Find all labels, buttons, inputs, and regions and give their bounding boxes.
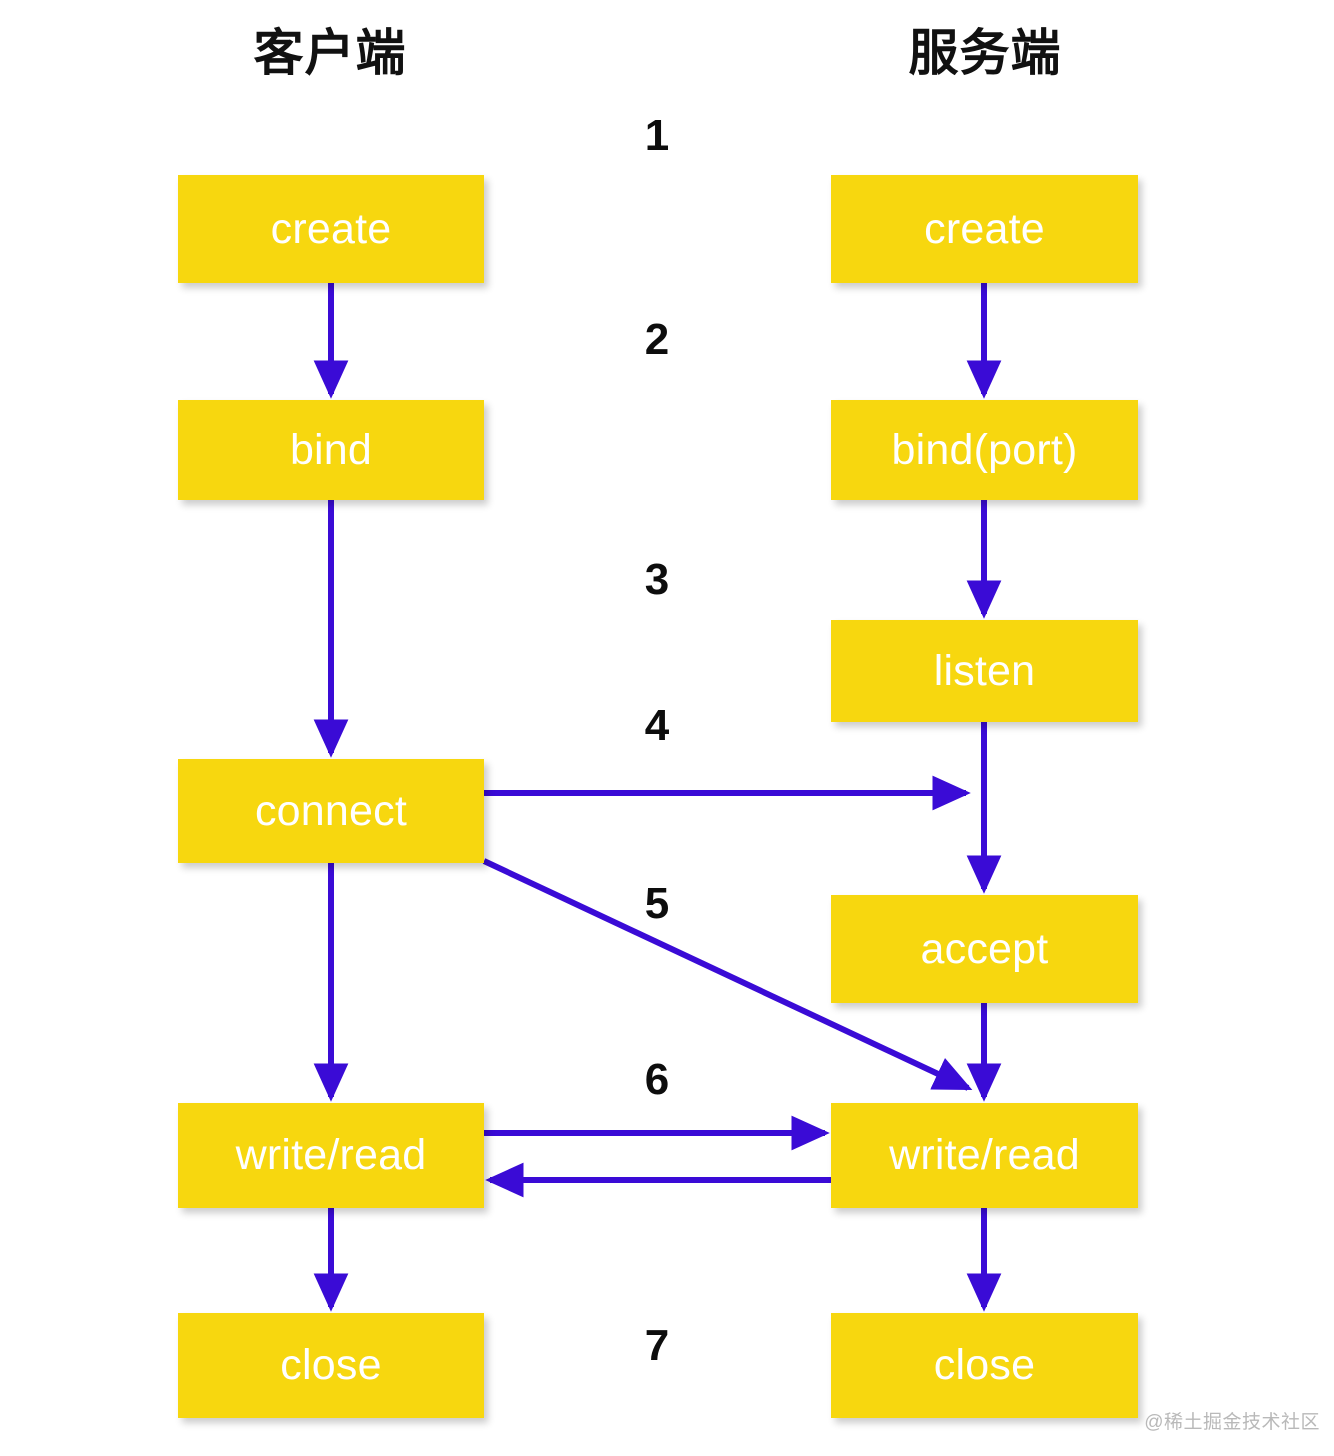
node-label: bind(port) xyxy=(891,425,1078,474)
step-number-5: 5 xyxy=(644,879,670,928)
node-server-create[interactable]: create xyxy=(831,175,1138,283)
node-label: close xyxy=(280,1341,382,1389)
node-label: create xyxy=(924,204,1045,253)
node-client-write-read[interactable]: write/read xyxy=(178,1103,484,1208)
step-number-7: 7 xyxy=(644,1321,670,1370)
node-server-listen[interactable]: listen xyxy=(831,620,1138,722)
step-number-6: 6 xyxy=(644,1055,670,1104)
node-client-create[interactable]: create xyxy=(178,175,484,283)
node-label: listen xyxy=(933,646,1036,695)
column-header-server: 服务端 xyxy=(908,25,1062,81)
node-label: write/read xyxy=(235,1131,427,1179)
watermark: @稀土掘金技术社区 xyxy=(1144,1412,1320,1433)
node-server-bind[interactable]: bind(port) xyxy=(831,400,1138,500)
node-server-close[interactable]: close xyxy=(831,1313,1138,1418)
node-server-accept[interactable]: accept xyxy=(831,895,1138,1003)
node-label: close xyxy=(933,1341,1036,1389)
node-label: connect xyxy=(254,786,407,835)
step-number-2: 2 xyxy=(644,315,670,364)
node-client-bind[interactable]: bind xyxy=(178,400,484,500)
node-server-write-read[interactable]: write/read xyxy=(831,1103,1138,1208)
step-number-1: 1 xyxy=(644,111,670,160)
node-client-connect[interactable]: connect xyxy=(178,759,484,863)
step-number-3: 3 xyxy=(644,555,670,604)
node-label: bind xyxy=(289,425,373,474)
node-client-close[interactable]: close xyxy=(178,1313,484,1418)
column-header-client: 客户端 xyxy=(253,25,407,81)
node-label: create xyxy=(270,204,392,253)
step-number-4: 4 xyxy=(644,701,670,750)
node-label: accept xyxy=(920,924,1049,973)
node-label: write/read xyxy=(889,1131,1080,1179)
